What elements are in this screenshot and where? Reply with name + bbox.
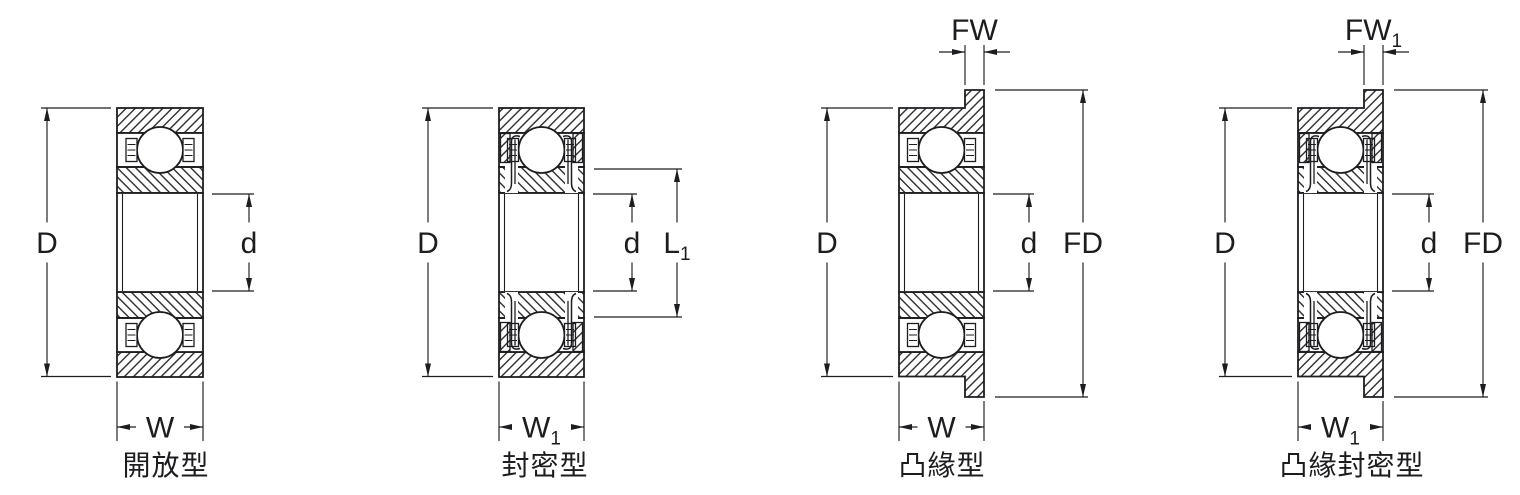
dim-label-seal-land-diameter: L1 <box>663 227 690 265</box>
dim-label-outer-diameter: D <box>816 227 838 260</box>
dim-label-outer-diameter: D <box>36 227 58 260</box>
dim-label-width: W1 <box>1321 412 1360 450</box>
dim-label-flange-diameter: FD <box>1463 227 1503 260</box>
bearing-caption-flanged-sealed: 凸緣封密型 <box>1279 450 1425 481</box>
dim-label-bore-diameter: d <box>241 227 258 260</box>
dim-label-outer-diameter: D <box>1214 227 1236 260</box>
dim-label-outer-diameter: D <box>417 227 439 260</box>
dim-label-bore-diameter: d <box>1421 227 1438 260</box>
dim-label-bore-diameter: d <box>1021 227 1038 260</box>
dim-label-width: W <box>927 412 956 445</box>
bearing-caption-sealed: 封密型 <box>501 450 589 481</box>
dim-label-width: W <box>146 412 175 445</box>
dim-label-flange-diameter: FD <box>1063 227 1103 260</box>
dim-label-flange-width: FW1 <box>1345 14 1402 52</box>
dim-label-flange-width: FW <box>951 14 998 47</box>
dim-label-width: W1 <box>522 412 561 450</box>
bearing-caption-open: 開放型 <box>122 450 210 481</box>
bearing-caption-flanged: 凸緣型 <box>898 450 986 481</box>
dim-label-bore-diameter: d <box>624 227 641 260</box>
